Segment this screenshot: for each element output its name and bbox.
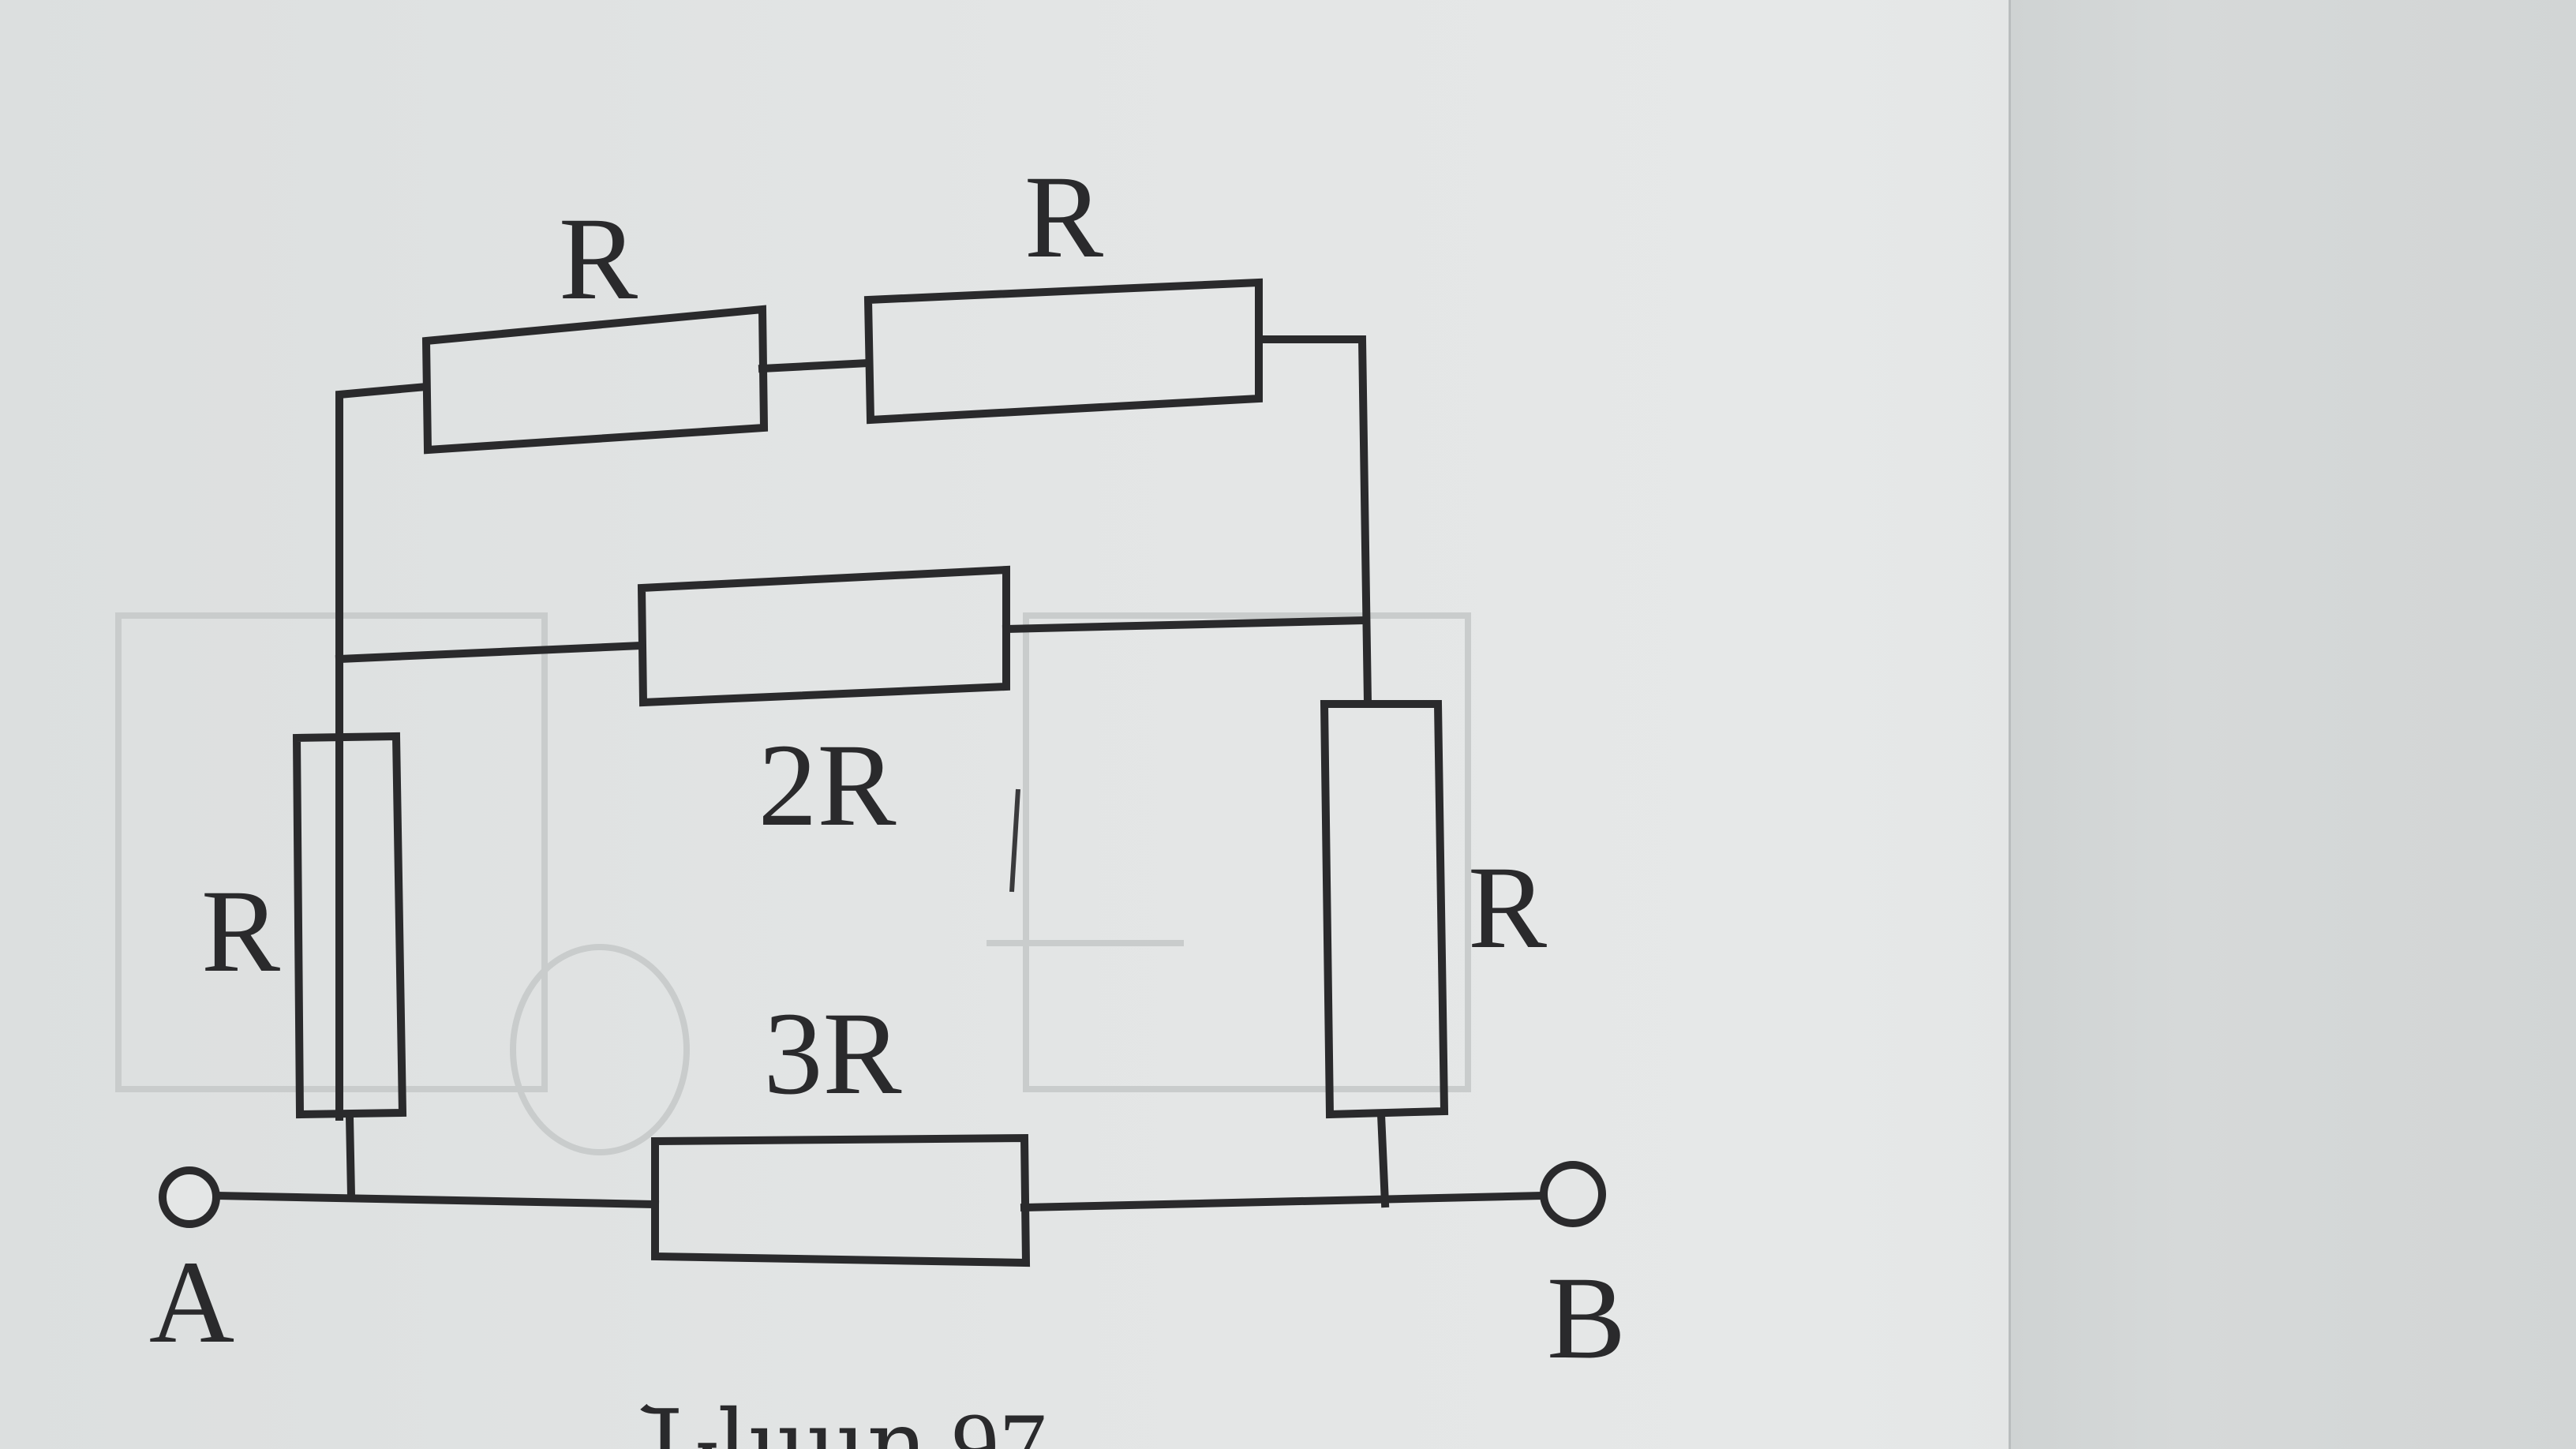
- show-through-marks: [115, 612, 1471, 1155]
- ghost-circle: [510, 944, 690, 1155]
- label-terminal-b: B: [1547, 1252, 1626, 1383]
- label-bottom-resistor: 3R: [763, 988, 901, 1119]
- label-top-right-resistor: R: [1024, 152, 1103, 283]
- wire-bottom-right: [1020, 1191, 1548, 1212]
- resistor-top-left: [421, 305, 769, 455]
- resistor-middle: [637, 565, 1010, 707]
- terminal-b-node: [1540, 1161, 1606, 1227]
- wire-right-drop: [1376, 1110, 1390, 1208]
- resistors: [292, 278, 1449, 1267]
- label-left-vertical-resistor: R: [201, 866, 280, 997]
- ghost-rect: [1023, 612, 1471, 1092]
- label-top-left-resistor: R: [559, 193, 638, 324]
- wire-bottom-left: [212, 1191, 660, 1209]
- label-right-vertical-resistor: R: [1468, 842, 1547, 973]
- terminal-a-node: [159, 1166, 220, 1228]
- figure-caption: Նկար 97: [640, 1393, 1046, 1449]
- resistor-top-right: [863, 278, 1263, 425]
- wires: [212, 335, 1548, 1212]
- resistor-bottom: [651, 1133, 1031, 1267]
- wire-middle-right: [1002, 616, 1369, 634]
- ghost-rect: [115, 612, 548, 1092]
- wire-left-rail: [335, 382, 431, 1121]
- facing-page: [2009, 0, 2576, 1449]
- resistor-right-vertical: [1320, 700, 1449, 1119]
- wire-top-link: [758, 358, 873, 373]
- resistor-left-vertical: [292, 732, 407, 1119]
- wire-left-drop: [345, 1112, 356, 1200]
- pen-mark: [1009, 788, 1020, 893]
- label-terminal-a: A: [149, 1237, 234, 1368]
- wire-middle-left: [335, 641, 646, 664]
- label-middle-resistor: 2R: [758, 720, 896, 851]
- wire-right-rail: [1255, 335, 1372, 707]
